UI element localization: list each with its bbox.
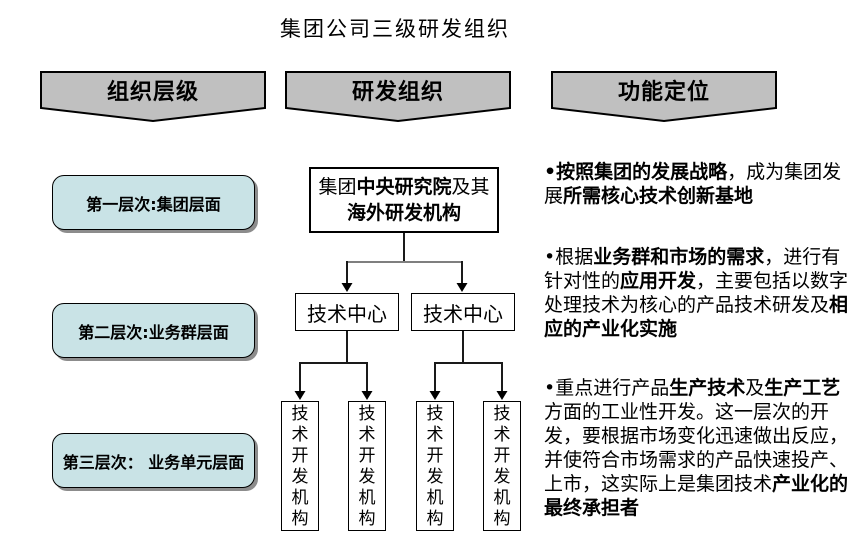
banner-shape [285, 71, 511, 123]
central-research-institute-label: 集团中央研究院及其海外研发机构 [318, 176, 490, 224]
tech-dev-org-4-label: 技术开发机构 [493, 404, 511, 529]
arrowhead-icon [341, 283, 353, 292]
tech-dev-org-box-2: 技术开发机构 [348, 401, 386, 531]
page-title: 集团公司三级研发组织 [280, 17, 510, 41]
tech-dev-org-2-label: 技术开发机构 [358, 404, 376, 529]
tech-dev-org-box-4: 技术开发机构 [483, 401, 521, 531]
central-research-institute-box: 集团中央研究院及其海外研发机构 [309, 167, 499, 233]
function-note-1: •按照集团的发展战略，成为集团发展所需核心技术创新基地 [544, 161, 842, 207]
level-box-group: 第一层次:集团层面 [52, 175, 255, 230]
function-note-3: •重点进行产品生产技术及生产工艺方面的工业性开发。这一层次的开发，要根据市场变化… [544, 377, 849, 519]
tech-dev-org-1-label: 技术开发机构 [291, 404, 309, 529]
arrowhead-icon [456, 283, 468, 292]
tech-dev-org-box-3: 技术开发机构 [416, 401, 454, 531]
banner-rd-org: 研发组织 [285, 71, 511, 123]
level-box-business-group: 第二层次:业务群层面 [52, 303, 255, 358]
function-note-2: •根据业务群和市场的需求，进行有针对性的应用开发，主要包括以数字处理技术为核心的… [544, 246, 849, 340]
arrowhead-icon [429, 391, 441, 400]
level-box-business-group-label: 第二层次:业务群层面 [78, 322, 229, 342]
tech-dev-org-box-1: 技术开发机构 [281, 401, 319, 531]
banner-function-position: 功能定位 [551, 71, 777, 123]
level-box-business-unit: 第三层次： 业务单元层面 [52, 433, 255, 488]
tech-center-1-label: 技术中心 [307, 301, 387, 326]
tech-center-box-2: 技术中心 [411, 293, 515, 331]
arrowhead-icon [361, 391, 373, 400]
tech-center-box-1: 技术中心 [295, 293, 399, 331]
tech-dev-org-3-label: 技术开发机构 [426, 404, 444, 529]
level-box-business-unit-label: 第三层次： 业务单元层面 [62, 452, 245, 472]
banner-function-position-label: 功能定位 [617, 80, 710, 105]
level-box-group-label: 第一层次:集团层面 [86, 194, 221, 214]
banner-shape [40, 71, 266, 123]
arrowhead-icon [294, 391, 306, 400]
banner-shape [551, 71, 777, 123]
banner-org-level: 组织层级 [40, 71, 266, 123]
banner-rd-org-label: 研发组织 [351, 80, 444, 105]
tech-center-2-label: 技术中心 [423, 301, 503, 326]
arrowhead-icon [496, 391, 508, 400]
banner-org-level-label: 组织层级 [106, 80, 199, 105]
